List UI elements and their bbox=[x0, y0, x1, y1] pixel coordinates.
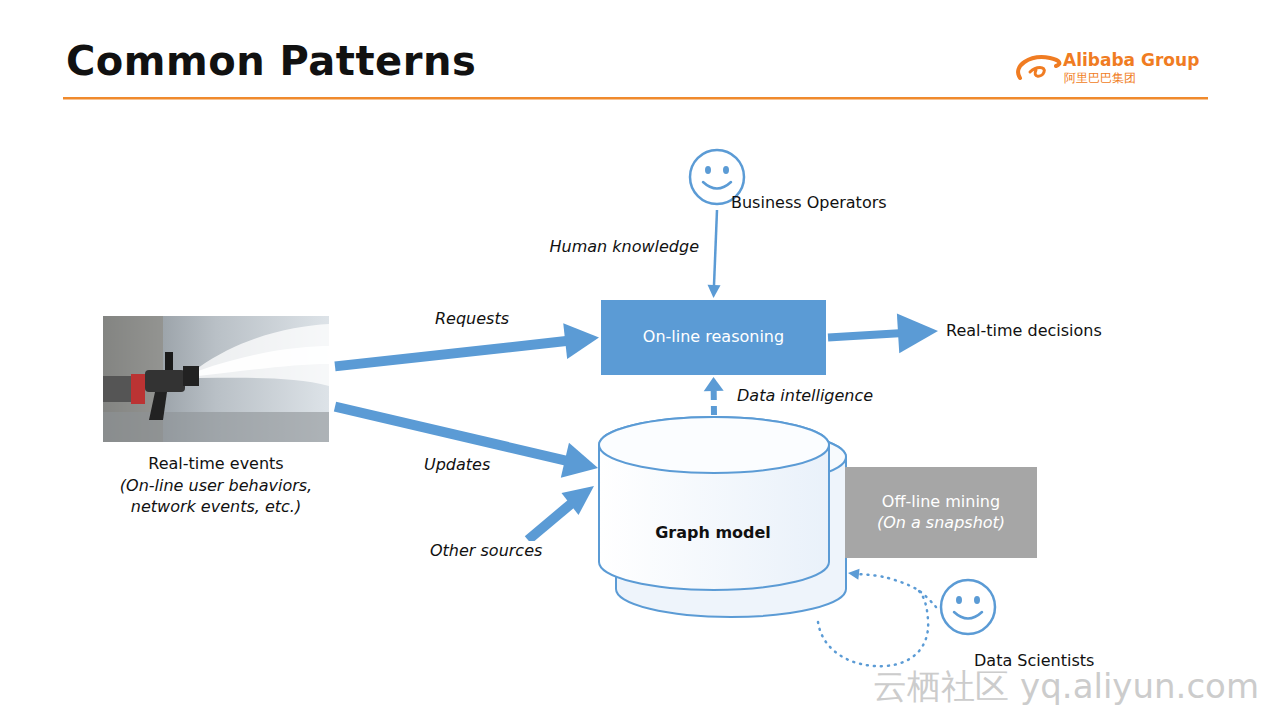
watermark: 云栖社区 yq.aliyun.com bbox=[873, 664, 1259, 710]
business-operators: Business Operators bbox=[686, 146, 918, 218]
connector-line bbox=[858, 574, 936, 607]
process-box: On-line reasoning bbox=[601, 300, 826, 375]
event-source: Real-time events(On-line user behaviors,… bbox=[91, 316, 341, 521]
arrow-head bbox=[563, 323, 599, 359]
node-text: Real-time decisions bbox=[946, 321, 1102, 342]
edge-label: Requests bbox=[432, 309, 512, 328]
node-text: Data Scientists bbox=[974, 651, 1094, 672]
slide-title: Common Patterns bbox=[66, 38, 476, 84]
arrow-head bbox=[848, 569, 860, 580]
edge-label: Updates bbox=[421, 455, 493, 474]
logo-text: Alibaba Group bbox=[1063, 50, 1199, 70]
arrow-head bbox=[704, 377, 724, 391]
logo-symbol bbox=[1018, 57, 1059, 78]
source-label: Other sources bbox=[428, 541, 544, 560]
connector-line bbox=[335, 341, 566, 366]
connector-line bbox=[335, 407, 566, 461]
connector bbox=[704, 377, 724, 415]
node-text: Graph model bbox=[598, 523, 828, 544]
other-sources-arrow bbox=[528, 486, 594, 540]
output-label: Real-time decisions bbox=[946, 318, 1131, 344]
arrow-head bbox=[561, 443, 598, 478]
data-scientists: Data Scientists bbox=[937, 576, 1122, 674]
connector bbox=[708, 210, 721, 298]
node-text: Off-line mining bbox=[882, 492, 1000, 513]
edge-label: Data intelligence bbox=[734, 386, 876, 405]
connector bbox=[828, 313, 938, 353]
database-cylinder bbox=[598, 415, 850, 619]
node-text: Business Operators bbox=[731, 193, 887, 214]
node-text: (On-line user behaviors, network events,… bbox=[91, 476, 341, 518]
connector bbox=[335, 323, 599, 366]
offline-box: Off-line mining(On a snapshot) bbox=[845, 467, 1037, 558]
graph-store: Graph model bbox=[598, 415, 850, 619]
arrow-head bbox=[708, 285, 721, 298]
title-rule bbox=[63, 97, 1208, 100]
logo-text: 阿里巴巴集团 bbox=[1064, 70, 1136, 87]
node-text: On-line reasoning bbox=[643, 327, 784, 348]
hose-photo bbox=[103, 316, 329, 442]
connector bbox=[848, 569, 936, 607]
connector-line bbox=[711, 390, 717, 415]
node-text: Real-time events bbox=[91, 454, 341, 475]
edge-label: Human knowledge bbox=[546, 237, 702, 256]
node-text: (On a snapshot) bbox=[877, 513, 1005, 534]
connector-line bbox=[828, 333, 899, 337]
connector-line bbox=[714, 210, 717, 286]
connector bbox=[335, 407, 598, 478]
arrow-head bbox=[897, 313, 938, 353]
person-icon bbox=[939, 578, 997, 636]
